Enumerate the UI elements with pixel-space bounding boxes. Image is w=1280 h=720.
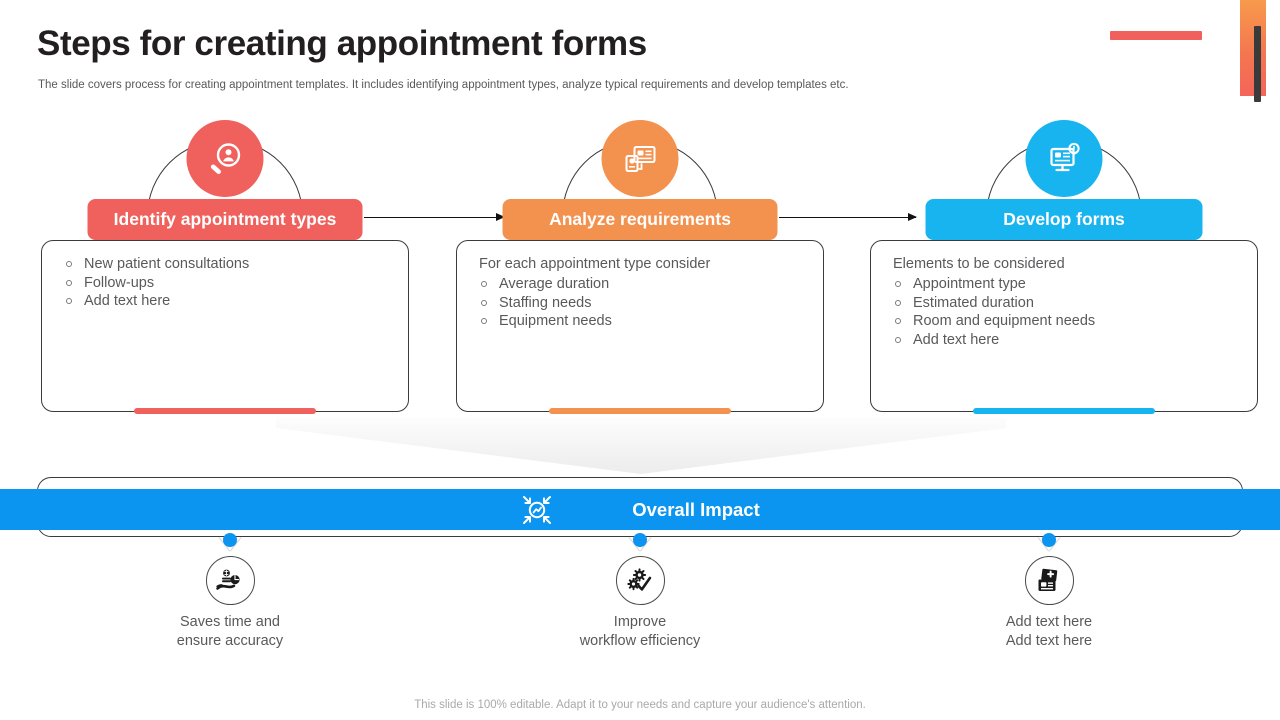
overall-impact-banner[interactable]: Overall Impact — [0, 489, 1280, 530]
step-accent-bar — [134, 408, 316, 414]
impact-item-add-text[interactable]: Add text here Add text here — [934, 533, 1164, 651]
step-body-card: For each appointment type consider Avera… — [456, 240, 824, 414]
impact-item-saves-time[interactable]: Saves time and ensure accuracy — [115, 533, 345, 651]
step-body-card: Elements to be considered Appointment ty… — [870, 240, 1258, 414]
list-item: Appointment type — [893, 275, 1243, 294]
pin-marker-icon — [628, 533, 652, 557]
pin-marker-icon — [218, 533, 242, 557]
pin-marker-icon — [1037, 533, 1061, 557]
step-body-content: New patient consultations Follow-ups Add… — [64, 255, 394, 311]
list-item: Estimated duration — [893, 294, 1243, 313]
step-icon-circle — [601, 120, 679, 197]
page-subtitle: The slide covers process for creating ap… — [38, 79, 849, 91]
steps-row: Identify appointment types New patient c… — [0, 118, 1280, 418]
step-body-content: Elements to be considered Appointment ty… — [893, 255, 1243, 349]
hand-money-time-icon — [215, 566, 245, 596]
list-item: Add text here — [64, 292, 394, 311]
impact-icon-circle — [205, 556, 255, 605]
step-card-develop-forms[interactable]: Develop forms Elements to be considered … — [870, 118, 1258, 418]
step-title-label: Identify appointment types — [113, 209, 337, 229]
medical-record-icon — [1034, 566, 1064, 596]
list-item: Equipment needs — [479, 312, 809, 331]
step-intro-text: Elements to be considered — [893, 256, 1065, 272]
impact-icon-circle — [1024, 556, 1074, 605]
step-title-label: Analyze requirements — [549, 209, 731, 229]
arrowhead-icon — [496, 213, 505, 221]
step-bullet-list: New patient consultations Follow-ups Add… — [64, 255, 394, 311]
step-bullet-list: Appointment type Estimated duration Room… — [893, 275, 1243, 349]
impact-item-improve-workflow[interactable]: Improve workflow efficiency — [525, 533, 755, 651]
pin-dot — [1042, 533, 1056, 547]
impact-item-line: Add text here — [1005, 614, 1093, 630]
connector-arrow-1 — [364, 213, 505, 221]
connector-arrow-2 — [779, 213, 917, 221]
step-accent-bar — [973, 408, 1155, 414]
edge-gradient-decoration — [1240, 0, 1266, 96]
step-intro-text: For each appointment type consider — [479, 256, 711, 272]
impact-item-line: Add text here — [1005, 633, 1093, 649]
top-accent-bar — [1110, 31, 1202, 40]
step-icon-circle — [186, 120, 264, 197]
pin-dot — [223, 533, 237, 547]
overall-impact-label: Overall Impact — [632, 498, 760, 520]
impact-arrows-icon — [520, 493, 554, 527]
list-item: New patient consultations — [64, 255, 394, 274]
monitor-form-icon — [1045, 140, 1083, 178]
step-title-pill[interactable]: Develop forms — [925, 199, 1203, 240]
impact-item-text: Saves time and ensure accuracy — [115, 613, 345, 651]
impact-item-line: Saves time and — [180, 614, 280, 630]
gears-check-icon — [625, 566, 655, 596]
impact-items-row: Saves time and ensure accuracy — [0, 533, 1280, 653]
footer-note: This slide is 100% editable. Adapt it to… — [414, 699, 866, 711]
list-item: Staffing needs — [479, 294, 809, 313]
list-item: Follow-ups — [64, 274, 394, 293]
document-analysis-icon — [621, 140, 659, 178]
pin-dot — [633, 533, 647, 547]
step-title-pill[interactable]: Identify appointment types — [87, 199, 363, 240]
list-item: Add text here — [893, 331, 1243, 350]
impact-item-line: workflow efficiency — [579, 633, 701, 649]
step-card-analyze-requirements[interactable]: Analyze requirements For each appointmen… — [456, 118, 824, 418]
step-accent-bar — [549, 408, 731, 414]
arrowhead-icon — [908, 213, 917, 221]
step-bullet-list: Average duration Staffing needs Equipmen… — [479, 275, 809, 331]
impact-item-line: Improve — [613, 614, 667, 630]
impact-item-text: Add text here Add text here — [934, 613, 1164, 651]
page-title: Steps for creating appointment forms — [37, 24, 647, 63]
scrollbar-track[interactable] — [1254, 0, 1280, 720]
funnel-shadow-decoration — [276, 418, 1006, 474]
magnifier-person-icon — [205, 139, 245, 179]
impact-icon-circle — [615, 556, 665, 605]
list-item: Average duration — [479, 275, 809, 294]
step-icon-circle — [1025, 120, 1103, 197]
step-card-identify-appointment-types[interactable]: Identify appointment types New patient c… — [41, 118, 409, 418]
step-body-card: New patient consultations Follow-ups Add… — [41, 240, 409, 414]
step-title-pill[interactable]: Analyze requirements — [502, 199, 778, 240]
step-body-content: For each appointment type consider Avera… — [479, 255, 809, 331]
list-item: Room and equipment needs — [893, 312, 1243, 331]
scrollbar-thumb[interactable] — [1254, 26, 1261, 102]
step-title-label: Develop forms — [1003, 209, 1125, 229]
impact-item-line: ensure accuracy — [176, 633, 284, 649]
impact-item-text: Improve workflow efficiency — [525, 613, 755, 651]
